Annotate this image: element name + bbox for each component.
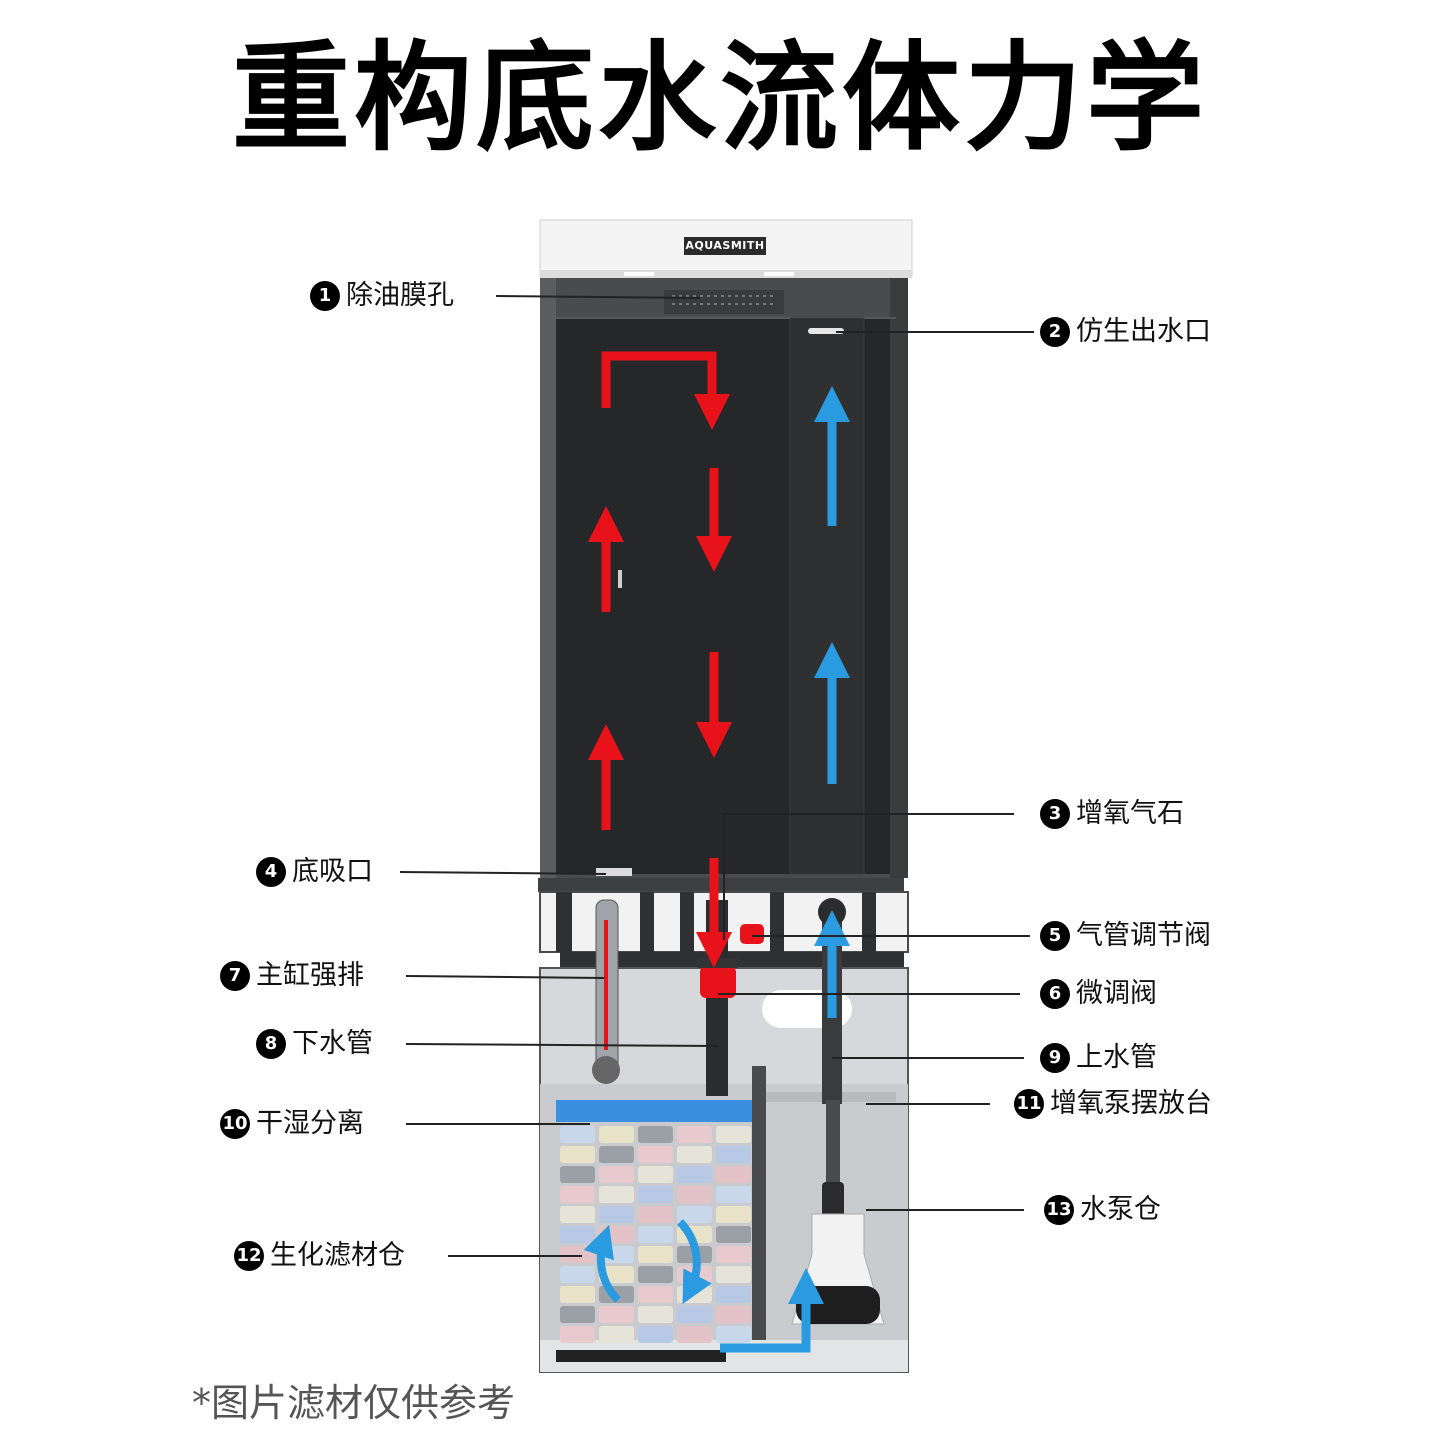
media-block <box>716 1266 751 1283</box>
number-badge: 3 <box>1040 799 1070 829</box>
number-badge: 12 <box>234 1241 264 1271</box>
label-bionic-outlet: 2 仿生出水口 <box>1040 314 1211 350</box>
footnote: *图片滤材仅供参考 <box>192 1381 516 1425</box>
label-fine-valve: 6 微调阀 <box>1040 976 1157 1012</box>
label-text: 上水管 <box>1076 1042 1157 1073</box>
label-air-stone: 3 增氧气石 <box>1040 796 1184 832</box>
media-block <box>716 1126 751 1143</box>
media-block <box>638 1146 673 1163</box>
label-bio-media-chamber: 12 生化滤材仓 <box>234 1238 405 1274</box>
label-drain-pipe: 8 下水管 <box>256 1026 373 1062</box>
label-text: 底吸口 <box>292 856 373 887</box>
media-block <box>599 1306 634 1323</box>
label-pump-chamber: 13 水泵仓 <box>1044 1192 1161 1228</box>
leader-lines <box>399 295 1034 1257</box>
label-air-pump-platform: 11 增氧泵摆放台 <box>1014 1086 1212 1122</box>
label-text: 仿生出水口 <box>1076 316 1211 347</box>
media-block <box>560 1146 595 1163</box>
number-badge: 7 <box>220 961 250 991</box>
label-bottom-intake: 4 底吸口 <box>256 854 373 890</box>
media-block <box>716 1206 751 1223</box>
media-block <box>638 1166 673 1183</box>
media-block <box>599 1186 634 1203</box>
label-text: 干湿分离 <box>256 1108 364 1139</box>
media-block <box>716 1146 751 1163</box>
label-text: 下水管 <box>292 1028 373 1059</box>
media-block <box>677 1306 712 1323</box>
media-block <box>677 1186 712 1203</box>
label-text: 除油膜孔 <box>346 280 454 311</box>
label-main-drain: 7 主缸强排 <box>220 958 364 994</box>
label-text: 增氧泵摆放台 <box>1050 1088 1212 1119</box>
media-block <box>599 1126 634 1143</box>
page-title: 重构底水流体力学 <box>231 29 1208 167</box>
media-block <box>638 1286 673 1303</box>
label-oil-film-hole: 1 除油膜孔 <box>310 278 454 314</box>
media-block <box>716 1326 751 1343</box>
media-block <box>638 1186 673 1203</box>
media-block <box>716 1286 751 1303</box>
media-block <box>716 1226 751 1243</box>
number-badge: 9 <box>1040 1043 1070 1073</box>
number-badge: 2 <box>1040 317 1070 347</box>
label-return-pipe: 9 上水管 <box>1040 1040 1157 1076</box>
media-block <box>638 1266 673 1283</box>
label-text: 水泵仓 <box>1080 1194 1161 1225</box>
media-block <box>677 1126 712 1143</box>
media-block <box>560 1186 595 1203</box>
number-badge: 11 <box>1014 1089 1044 1119</box>
media-block <box>638 1246 673 1263</box>
number-badge: 13 <box>1044 1195 1074 1225</box>
label-text: 增氧气石 <box>1076 798 1184 829</box>
media-block <box>638 1326 673 1343</box>
media-block <box>638 1206 673 1223</box>
flow-arrows-red <box>588 351 732 968</box>
label-text: 微调阀 <box>1076 978 1157 1009</box>
brand-logo: AQUASMITH <box>684 237 766 255</box>
media-block <box>716 1166 751 1183</box>
media-block <box>677 1166 712 1183</box>
label-dry-wet-separation: 10 干湿分离 <box>220 1106 364 1142</box>
media-block <box>677 1206 712 1223</box>
number-badge: 10 <box>220 1109 250 1139</box>
label-text: 气管调节阀 <box>1076 920 1211 951</box>
media-block <box>560 1246 595 1263</box>
media-block <box>599 1146 634 1163</box>
media-block <box>560 1126 595 1143</box>
media-block <box>560 1266 595 1283</box>
skimmer-slots <box>664 290 784 314</box>
number-badge: 1 <box>310 281 340 311</box>
outlet-marker <box>808 328 844 334</box>
number-badge: 5 <box>1040 921 1070 951</box>
label-text: 主缸强排 <box>256 960 364 991</box>
media-block <box>638 1126 673 1143</box>
label-air-valve: 5 气管调节阀 <box>1040 918 1211 954</box>
main-tank <box>540 278 908 878</box>
media-block <box>560 1166 595 1183</box>
media-block <box>599 1166 634 1183</box>
media-block <box>560 1326 595 1343</box>
number-badge: 4 <box>256 857 286 887</box>
flow-arrows-blue <box>583 386 850 1353</box>
media-block <box>599 1326 634 1343</box>
media-block <box>716 1306 751 1323</box>
number-badge: 6 <box>1040 979 1070 1009</box>
media-block <box>716 1246 751 1263</box>
media-block <box>638 1306 673 1323</box>
label-text: 生化滤材仓 <box>270 1240 405 1271</box>
media-block <box>560 1206 595 1223</box>
media-block <box>599 1206 634 1223</box>
media-block <box>560 1306 595 1323</box>
media-block <box>716 1186 751 1203</box>
filter-media <box>556 1100 752 1343</box>
number-badge: 8 <box>256 1029 286 1059</box>
media-block <box>677 1326 712 1343</box>
media-block <box>638 1226 673 1243</box>
media-block <box>560 1226 595 1243</box>
media-block <box>560 1286 595 1303</box>
media-block <box>677 1146 712 1163</box>
